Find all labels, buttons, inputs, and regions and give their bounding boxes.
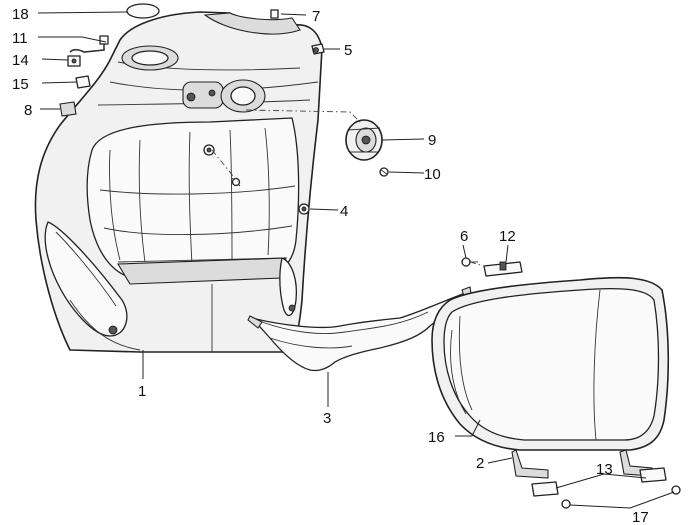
callout-6: 6 <box>460 228 468 245</box>
callout-11: 11 <box>12 30 28 47</box>
callout-17: 17 <box>632 509 649 525</box>
part-12-bracket <box>483 261 523 277</box>
part-13-hinge-plates <box>531 467 667 497</box>
part-1-leg-shield <box>34 11 323 353</box>
part-10-screw <box>379 167 389 177</box>
panel-fasteners <box>203 144 241 187</box>
part-16-glovebox-door <box>431 276 670 479</box>
leader-lines <box>37 11 675 509</box>
callout-7: 7 <box>312 8 320 25</box>
callout-4: 4 <box>340 203 348 220</box>
part-9-ignition-lock <box>345 119 383 161</box>
callout-15: 15 <box>12 76 29 93</box>
part-4-nut <box>298 203 310 215</box>
callout-labels: 18 7 11 5 14 15 8 9 10 4 6 12 1 3 16 2 1… <box>12 6 649 525</box>
callout-1: 1 <box>138 383 146 400</box>
part-15-clip <box>75 75 91 89</box>
callout-13: 13 <box>596 461 613 478</box>
part-8-clip <box>59 101 77 117</box>
callout-18: 18 <box>12 6 29 23</box>
callout-5: 5 <box>344 42 352 59</box>
callout-3: 3 <box>323 410 331 427</box>
callout-2: 2 <box>476 455 484 472</box>
callout-8: 8 <box>24 102 32 119</box>
part-17-screws <box>561 485 681 509</box>
part-7-screw <box>270 9 279 19</box>
part-3-lower-cover <box>247 286 473 372</box>
lower-recess-left <box>44 221 128 337</box>
callout-12: 12 <box>499 228 516 245</box>
part-5-screw <box>311 43 325 55</box>
callout-9: 9 <box>428 132 436 149</box>
callout-10: 10 <box>424 166 441 183</box>
part-18-cap <box>126 3 160 19</box>
part-14-fastener <box>67 55 81 67</box>
callout-14: 14 <box>12 52 29 69</box>
callout-16: 16 <box>428 429 445 446</box>
glovebox-cavity <box>86 117 300 279</box>
